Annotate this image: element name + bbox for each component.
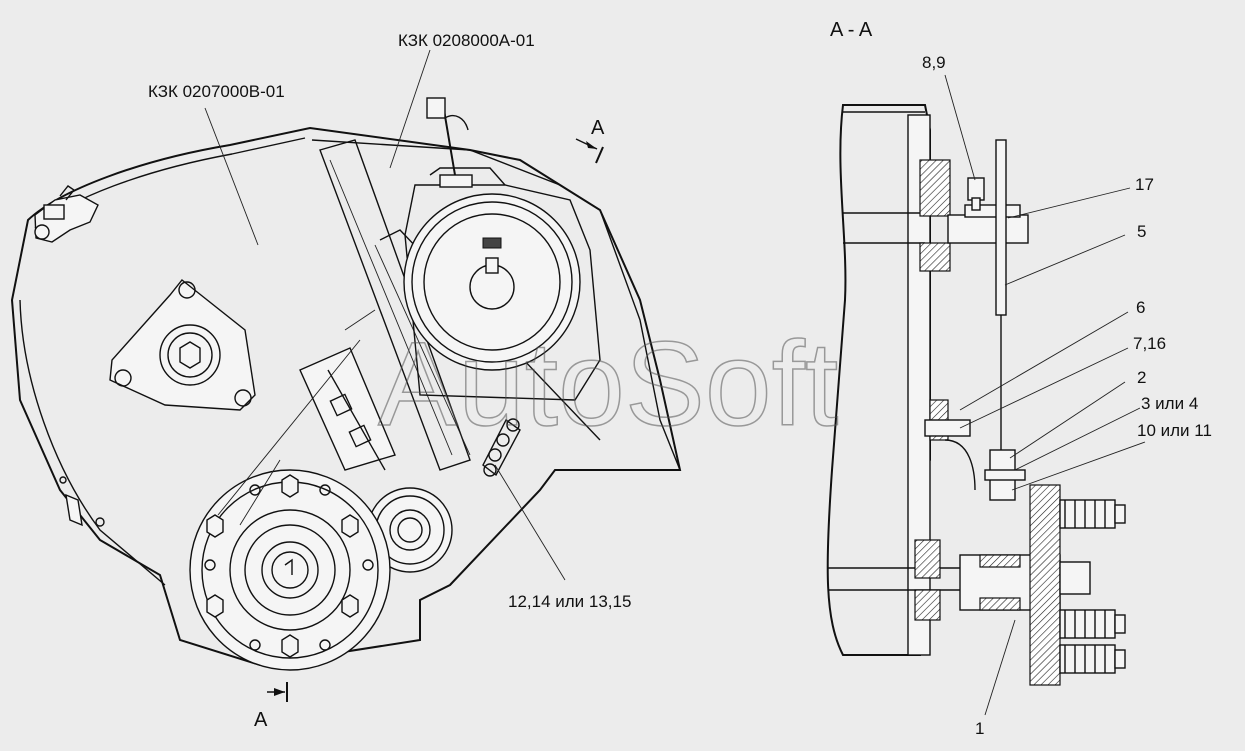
- callout-5: 5: [1137, 222, 1146, 241]
- assembly-label-middle-cover: КЗК 0208000А-01: [398, 31, 535, 50]
- watermark: AutoSoft: [378, 317, 838, 451]
- callout-7-16: 7,16: [1133, 334, 1166, 353]
- section-label-top: A: [591, 117, 605, 139]
- side-clips: [59, 476, 105, 527]
- spring-pack: [1059, 499, 1126, 674]
- lower-hub: [189, 469, 391, 671]
- middle-cover-outline: [311, 139, 682, 471]
- lower-hub-section: [914, 484, 1126, 686]
- left-cover-edge: [19, 299, 166, 586]
- chain-links: [482, 418, 521, 477]
- section-title: A - A: [830, 19, 873, 41]
- callout-10-or-11: 10 или 11: [1137, 421, 1212, 440]
- callout-3-or-4: 3 или 4: [1141, 394, 1198, 413]
- right-view: A - A: [826, 19, 1212, 738]
- callout-2: 2: [1137, 368, 1146, 387]
- callout-17: 17: [1135, 175, 1154, 194]
- middle-cover-panel: [319, 139, 471, 471]
- section-body-outline: [826, 104, 931, 656]
- upper-pulley: [403, 97, 601, 401]
- section-marker-bottom: [267, 682, 288, 702]
- upper-mount: [919, 139, 1029, 500]
- callout-1: 1: [975, 719, 984, 738]
- hub-bolts: [204, 474, 374, 658]
- callout-8-9: 8,9: [922, 53, 946, 72]
- left-view: КЗК 0207000В-01 КЗК 0208000А-01 A A 12,1…: [10, 31, 682, 731]
- tensioner-plate: [299, 347, 396, 471]
- section-label-bottom: A: [254, 709, 268, 731]
- callout-6: 6: [1136, 298, 1145, 317]
- top-left-bracket: [34, 185, 99, 243]
- assembly-label-left-cover: КЗК 0207000В-01: [148, 82, 285, 101]
- callout-chain-label: 12,14 или 13,15: [508, 592, 631, 611]
- left-flange: [109, 279, 256, 411]
- mid-bracket: [924, 399, 1026, 501]
- section-marker-top: [575, 138, 604, 164]
